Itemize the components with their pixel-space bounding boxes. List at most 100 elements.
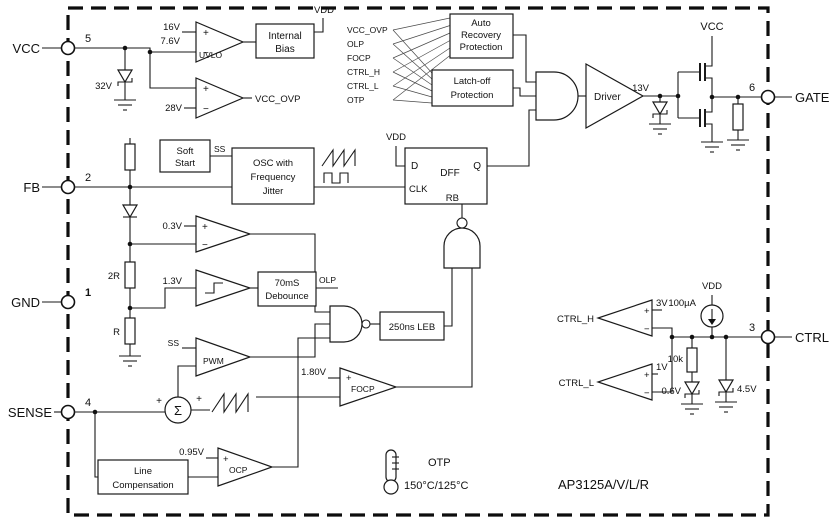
ctrl-low-comparator	[596, 363, 653, 401]
invert-bubble-icon	[456, 217, 468, 229]
vcc-rail-label: VCC	[700, 21, 723, 33]
pwm-logic: 250ns LEB	[329, 305, 445, 343]
pin-terminal	[60, 179, 76, 195]
junction-dot	[735, 94, 741, 100]
auto-recovery-line3: Protection	[460, 42, 503, 53]
zener-4v5-icon	[717, 337, 735, 402]
vcc-ovp-comparator	[195, 77, 245, 119]
osc-line3: Jitter	[263, 186, 284, 197]
ctrl-high-label: CTRL_H	[557, 314, 594, 325]
uvlo-comparator	[195, 21, 245, 63]
latch-off-block	[431, 69, 514, 107]
fb-pullup-resistor	[124, 143, 136, 171]
auto-recovery-line2: Recovery	[461, 30, 501, 41]
ground-symbol	[114, 99, 136, 111]
dff-block	[404, 147, 488, 205]
pin-label: VCC	[13, 41, 40, 56]
dff-vdd-label: VDD	[386, 132, 406, 143]
minus-mark: −	[644, 324, 650, 335]
matrix-signal: CTRL_L	[347, 81, 379, 91]
dff-q-label: Q	[473, 161, 481, 172]
pin-label: SENSE	[8, 405, 52, 420]
pin-label: CTRL	[795, 330, 829, 345]
dff-name-label: DFF	[440, 168, 459, 179]
plus-mark: +	[203, 28, 209, 39]
junction-dot	[689, 334, 695, 340]
junction-dot	[127, 184, 133, 190]
ground-symbol	[649, 123, 671, 135]
junction-dot	[657, 93, 663, 99]
olp-threshold: 1.3V	[162, 276, 182, 287]
wire	[272, 337, 330, 468]
pin-terminal	[60, 294, 76, 310]
ctrl-vdd-label: VDD	[702, 281, 722, 292]
plus-mark: +	[346, 373, 352, 384]
matrix-signal: OLP	[347, 39, 364, 49]
resistor-10k-label: 10k	[668, 354, 684, 365]
pin-number: 6	[749, 82, 755, 94]
ground-symbol	[701, 141, 723, 153]
vdd-rail-label: VDD	[314, 5, 334, 16]
minus-mark: −	[203, 48, 209, 59]
focp-comparator	[339, 367, 398, 407]
sawtooth-waveform-icon	[321, 148, 356, 168]
pin-number: 2	[85, 172, 91, 184]
current-source-label: 100µA	[668, 298, 696, 309]
nand-body	[443, 227, 481, 269]
matrix-signal: VCC_OVP	[347, 25, 388, 35]
driver-label: Driver	[594, 92, 621, 103]
line-comp-line1: Line	[134, 466, 152, 477]
latch-off-line1: Latch-off	[454, 76, 491, 87]
pin-terminal	[60, 404, 76, 420]
wire	[314, 18, 324, 33]
pin-label: GATE	[795, 90, 830, 105]
line-compensation-block	[97, 459, 189, 495]
wire	[94, 412, 98, 478]
oscillator-section: Soft Start SS OSC with Frequency Jitter …	[74, 109, 536, 218]
pin-label: FB	[23, 180, 40, 195]
uvlo-off-threshold: 7.6V	[160, 36, 180, 47]
uvlo-on-threshold: 16V	[163, 22, 181, 33]
resistor-r-label: R	[113, 327, 120, 338]
plus-mark: +	[203, 84, 209, 95]
fb-diode-icon	[121, 187, 139, 262]
driver-buffer	[585, 62, 645, 130]
soft-start-line1: Soft	[177, 146, 194, 157]
pin-number: 3	[749, 322, 755, 334]
ctrl-low-threshold: 1V	[656, 362, 668, 373]
minus-mark: −	[203, 104, 209, 115]
plus-mark: +	[196, 394, 202, 405]
pin-label: GND	[11, 295, 40, 310]
output-stage: Driver 13V VCC	[585, 21, 762, 153]
pwm-ss-label: SS	[168, 338, 180, 348]
junction-dot	[122, 45, 128, 51]
ctrl-section: + − 3V CTRL_H + − 1V CTRL_L VDD 100µA 10…	[557, 281, 762, 415]
debounce-line1: 70mS	[275, 278, 300, 289]
otp-thermometer-icon	[383, 449, 399, 495]
internal-bias-block	[255, 23, 315, 59]
zener-0v6-icon	[683, 381, 701, 404]
wire	[177, 365, 196, 397]
pin-number: 4	[85, 397, 91, 409]
debounce-line2: Debounce	[265, 291, 308, 302]
wire	[652, 327, 673, 337]
focp-label: FOCP	[351, 384, 375, 394]
ctrl-low-label: CTRL_L	[559, 378, 594, 389]
otp-section: OTP 150°C/125°C	[383, 449, 469, 495]
minus-mark: −	[644, 388, 650, 399]
ctrl-high-comparator	[596, 299, 653, 337]
junction-dots	[92, 45, 741, 415]
wire	[513, 34, 536, 83]
vcc-supervisor: 32V + − 16V 7.6V UVLO Internal Bias VDD …	[74, 5, 334, 119]
olp-net-label: OLP	[319, 275, 336, 285]
resistor-2r-label: 2R	[108, 271, 120, 282]
ic-boundary	[66, 6, 770, 517]
ground-symbol	[715, 401, 737, 413]
junction-dot	[675, 93, 681, 99]
zener-32v-icon	[116, 69, 134, 100]
internal-bias-line2: Bias	[275, 44, 294, 55]
ss-net-label: SS	[214, 144, 226, 154]
current-source-icon	[700, 304, 724, 328]
